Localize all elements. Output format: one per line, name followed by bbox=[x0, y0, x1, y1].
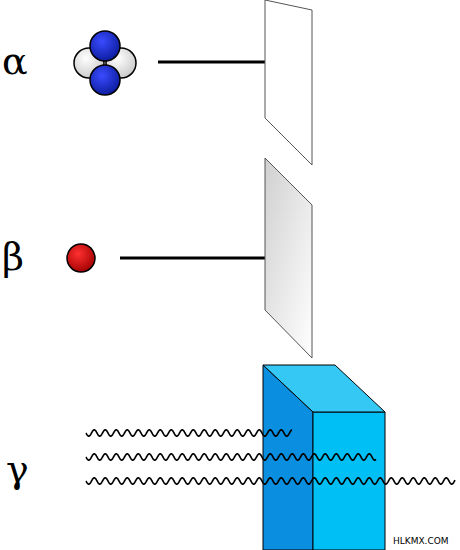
gamma-symbol: γ bbox=[6, 450, 29, 488]
alpha-particle bbox=[74, 31, 136, 95]
beta-particle bbox=[67, 244, 95, 272]
paper-sheet bbox=[265, 0, 312, 165]
block-top bbox=[263, 365, 385, 412]
gamma-waves bbox=[86, 430, 455, 484]
proton bbox=[90, 65, 120, 95]
gamma-wave bbox=[86, 430, 292, 436]
gamma-wave bbox=[86, 478, 455, 484]
beta-symbol: β bbox=[2, 238, 24, 276]
gamma-wave bbox=[86, 454, 376, 460]
watermark: HLKMX.COM bbox=[393, 537, 449, 546]
alpha-symbol: α bbox=[2, 42, 28, 80]
beta-arrow bbox=[120, 257, 288, 260]
block-front bbox=[313, 412, 385, 550]
proton bbox=[90, 31, 120, 61]
aluminium-sheet bbox=[265, 158, 312, 358]
